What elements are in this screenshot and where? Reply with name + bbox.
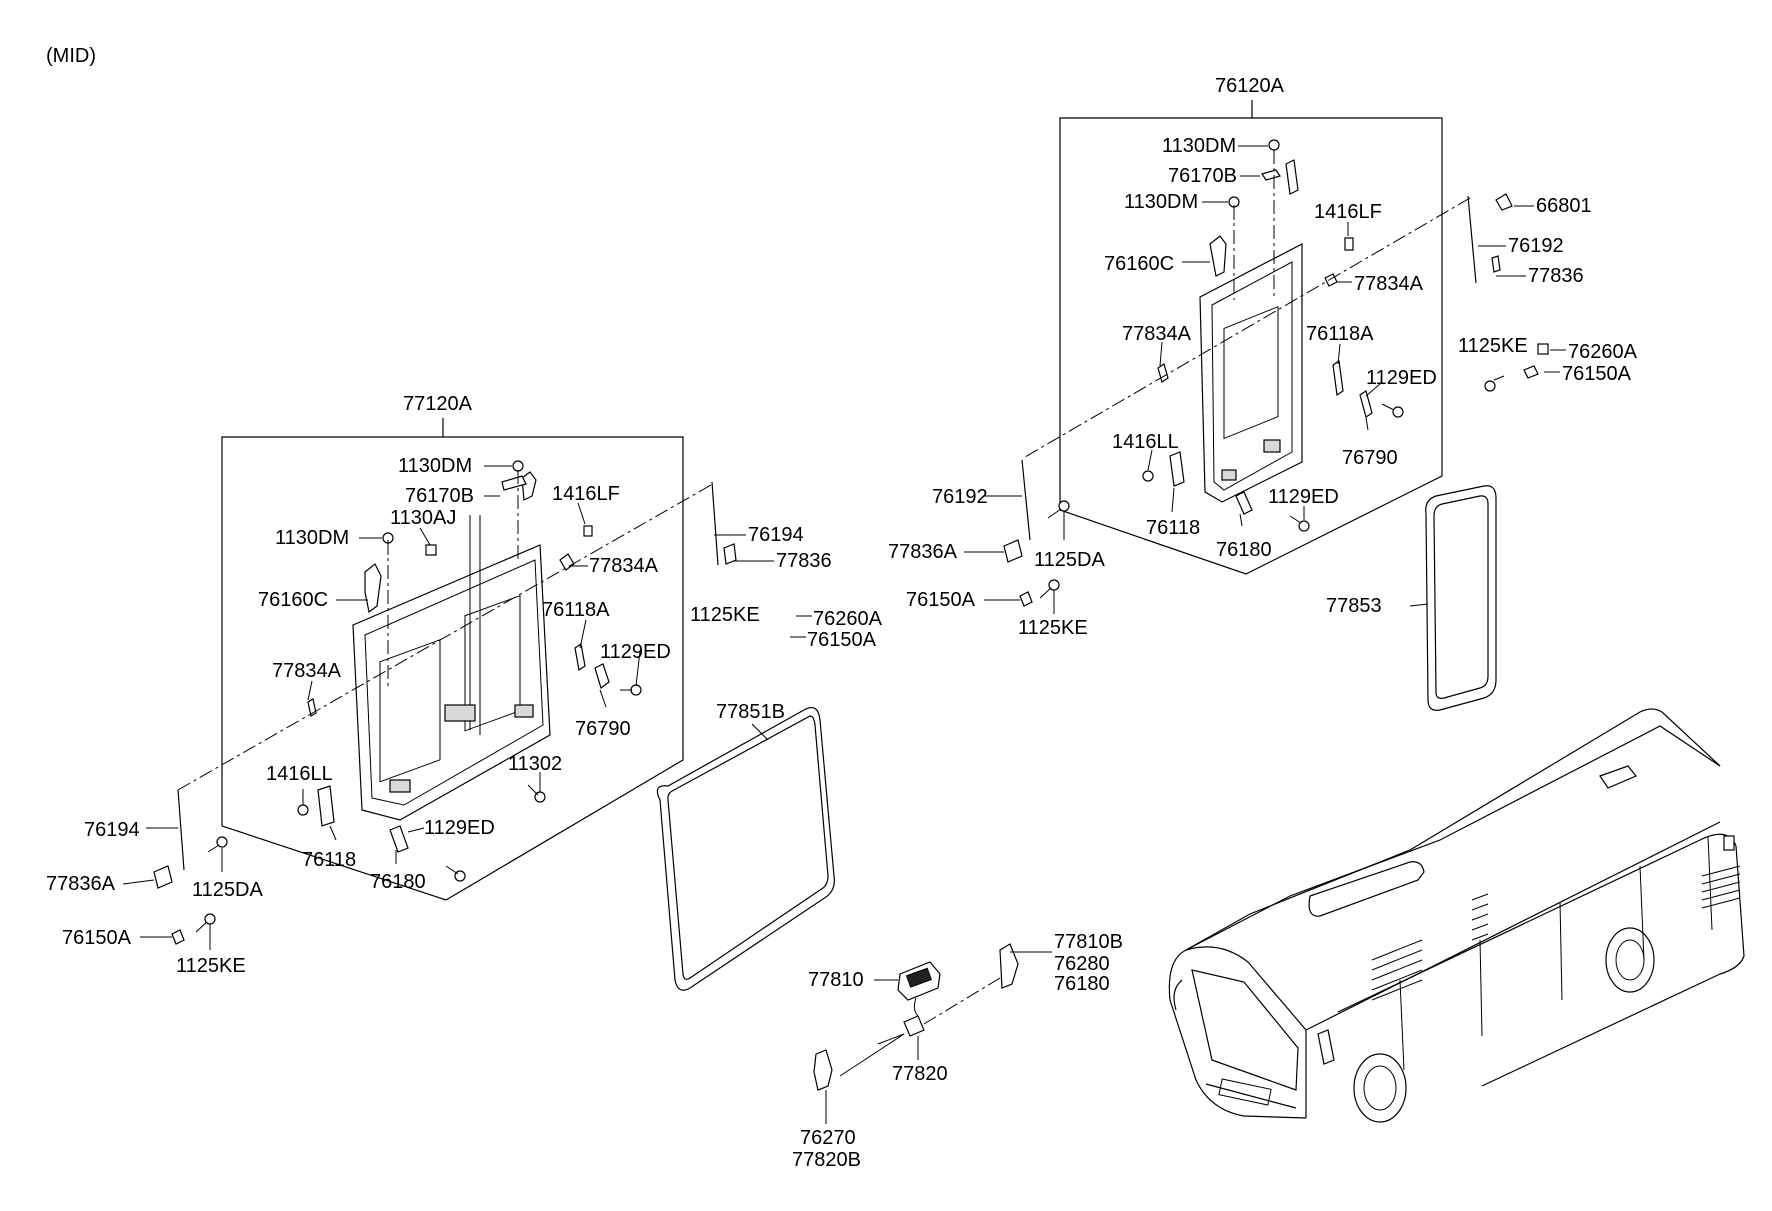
label-R-76790: 76790	[1342, 447, 1398, 469]
label-R-76192-bottom: 76192	[932, 486, 988, 508]
left-gas-struts	[153, 481, 737, 945]
label-R-76118: 76118	[1146, 517, 1200, 539]
assembly-label-left: 77120A	[403, 393, 473, 415]
label-L-76194-top: 76194	[748, 524, 804, 546]
label-L-1125DA: 1125DA	[192, 879, 263, 901]
right-door-group: 76120A	[888, 75, 1638, 711]
label-R-76260A: 76260A	[1568, 341, 1638, 363]
label-L-76118: 76118	[302, 849, 356, 871]
label-R-77834A-right: 77834A	[1354, 273, 1424, 295]
right-assembly-outline	[1059, 117, 1443, 575]
label-R-1125KE: 1125KE	[1458, 335, 1528, 357]
view-label: (MID)	[46, 45, 96, 67]
label-L-76260A: 76260A	[813, 608, 883, 630]
right-window-seal	[1409, 485, 1497, 711]
label-L-76160C: 76160C	[258, 589, 328, 611]
label-L-76118A: 76118A	[542, 599, 610, 621]
label-L-11302: 11302	[508, 753, 562, 775]
label-L-1130DM-mid: 1130DM	[275, 527, 349, 549]
label-R-77836A: 77836A	[888, 541, 958, 563]
bus-illustration	[1168, 708, 1745, 1123]
label-L-76180: 76180	[370, 871, 426, 893]
left-window-seal	[656, 707, 835, 991]
label-R-76150A-bottom: 76150A	[906, 589, 976, 611]
label-R-1130DM-top: 1130DM	[1162, 135, 1236, 157]
right-leader-lines	[964, 145, 1566, 614]
label-L-76194-bottom: 76194	[84, 819, 140, 841]
right-hinge-parts	[1142, 139, 1404, 532]
label-R-1125KE-bottom: 1125KE	[1018, 617, 1088, 639]
label-L-76150A-bottom: 76150A	[62, 927, 132, 949]
left-assembly-outline	[221, 436, 684, 901]
label-L-77836A: 77836A	[46, 873, 116, 895]
label-L-1130DM-top: 1130DM	[398, 455, 472, 477]
label-L-1129ED-right: 1129ED	[600, 641, 671, 663]
label-R-76118A: 76118A	[1306, 323, 1374, 345]
label-L-1416LL: 1416LL	[266, 763, 333, 785]
left-door-panel	[352, 515, 551, 821]
label-L-1130AJ: 1130AJ	[390, 507, 456, 529]
label-R-1129ED-bottom: 1129ED	[1268, 486, 1339, 508]
label-R-1416LL: 1416LL	[1112, 431, 1179, 453]
handle-lock-group: 77810B 76280 76180 77810 77820 76270 778…	[792, 931, 1123, 1171]
label-R-76160C: 76160C	[1104, 253, 1174, 275]
label-H-76180: 76180	[1054, 973, 1110, 995]
right-gas-struts	[1003, 193, 1549, 607]
label-R-76170B: 76170B	[1168, 165, 1237, 187]
label-L-77851B: 77851B	[716, 701, 785, 723]
label-L-76170B: 76170B	[405, 485, 474, 507]
label-L-77836: 77836	[776, 550, 832, 572]
label-L-1416LF: 1416LF	[552, 483, 620, 505]
left-leader-lines	[122, 465, 812, 950]
label-R-77836: 77836	[1528, 265, 1584, 287]
label-L-76790: 76790	[575, 718, 631, 740]
label-R-1416LF: 1416LF	[1314, 201, 1382, 223]
label-L-77834A-right: 77834A	[589, 555, 659, 577]
label-L-77834A-left: 77834A	[272, 660, 342, 682]
right-door-panel	[1199, 243, 1303, 503]
bus-rear-grille	[1701, 835, 1741, 909]
label-R-66801: 66801	[1536, 195, 1592, 217]
left-hinge-parts	[297, 460, 642, 882]
label-R-76192-top: 76192	[1508, 235, 1564, 257]
label-H-77820: 77820	[892, 1063, 948, 1085]
label-L-1125KE: 1125KE	[690, 604, 760, 626]
label-H-76280: 76280	[1054, 953, 1110, 975]
label-R-76180: 76180	[1216, 539, 1272, 561]
label-H-77810: 77810	[808, 969, 864, 991]
label-R-77853: 77853	[1326, 595, 1382, 617]
assembly-label-right: 76120A	[1215, 75, 1285, 97]
label-L-1125KE-bottom: 1125KE	[176, 955, 246, 977]
bus-door-highlight	[1371, 893, 1489, 1001]
label-R-1125DA: 1125DA	[1034, 549, 1105, 571]
label-R-77834A-left: 77834A	[1122, 323, 1192, 345]
label-R-76150A: 76150A	[1562, 363, 1632, 385]
label-L-76150A: 76150A	[807, 629, 877, 651]
label-H-77820B: 77820B	[792, 1149, 861, 1171]
label-R-1129ED-right: 1129ED	[1366, 367, 1437, 389]
label-L-1129ED-bottom: 1129ED	[424, 817, 495, 839]
left-door-group: 77120A	[46, 393, 883, 991]
label-H-77810B: 77810B	[1054, 931, 1123, 953]
label-H-76270: 76270	[800, 1127, 856, 1149]
label-R-1130DM-mid: 1130DM	[1124, 191, 1198, 213]
